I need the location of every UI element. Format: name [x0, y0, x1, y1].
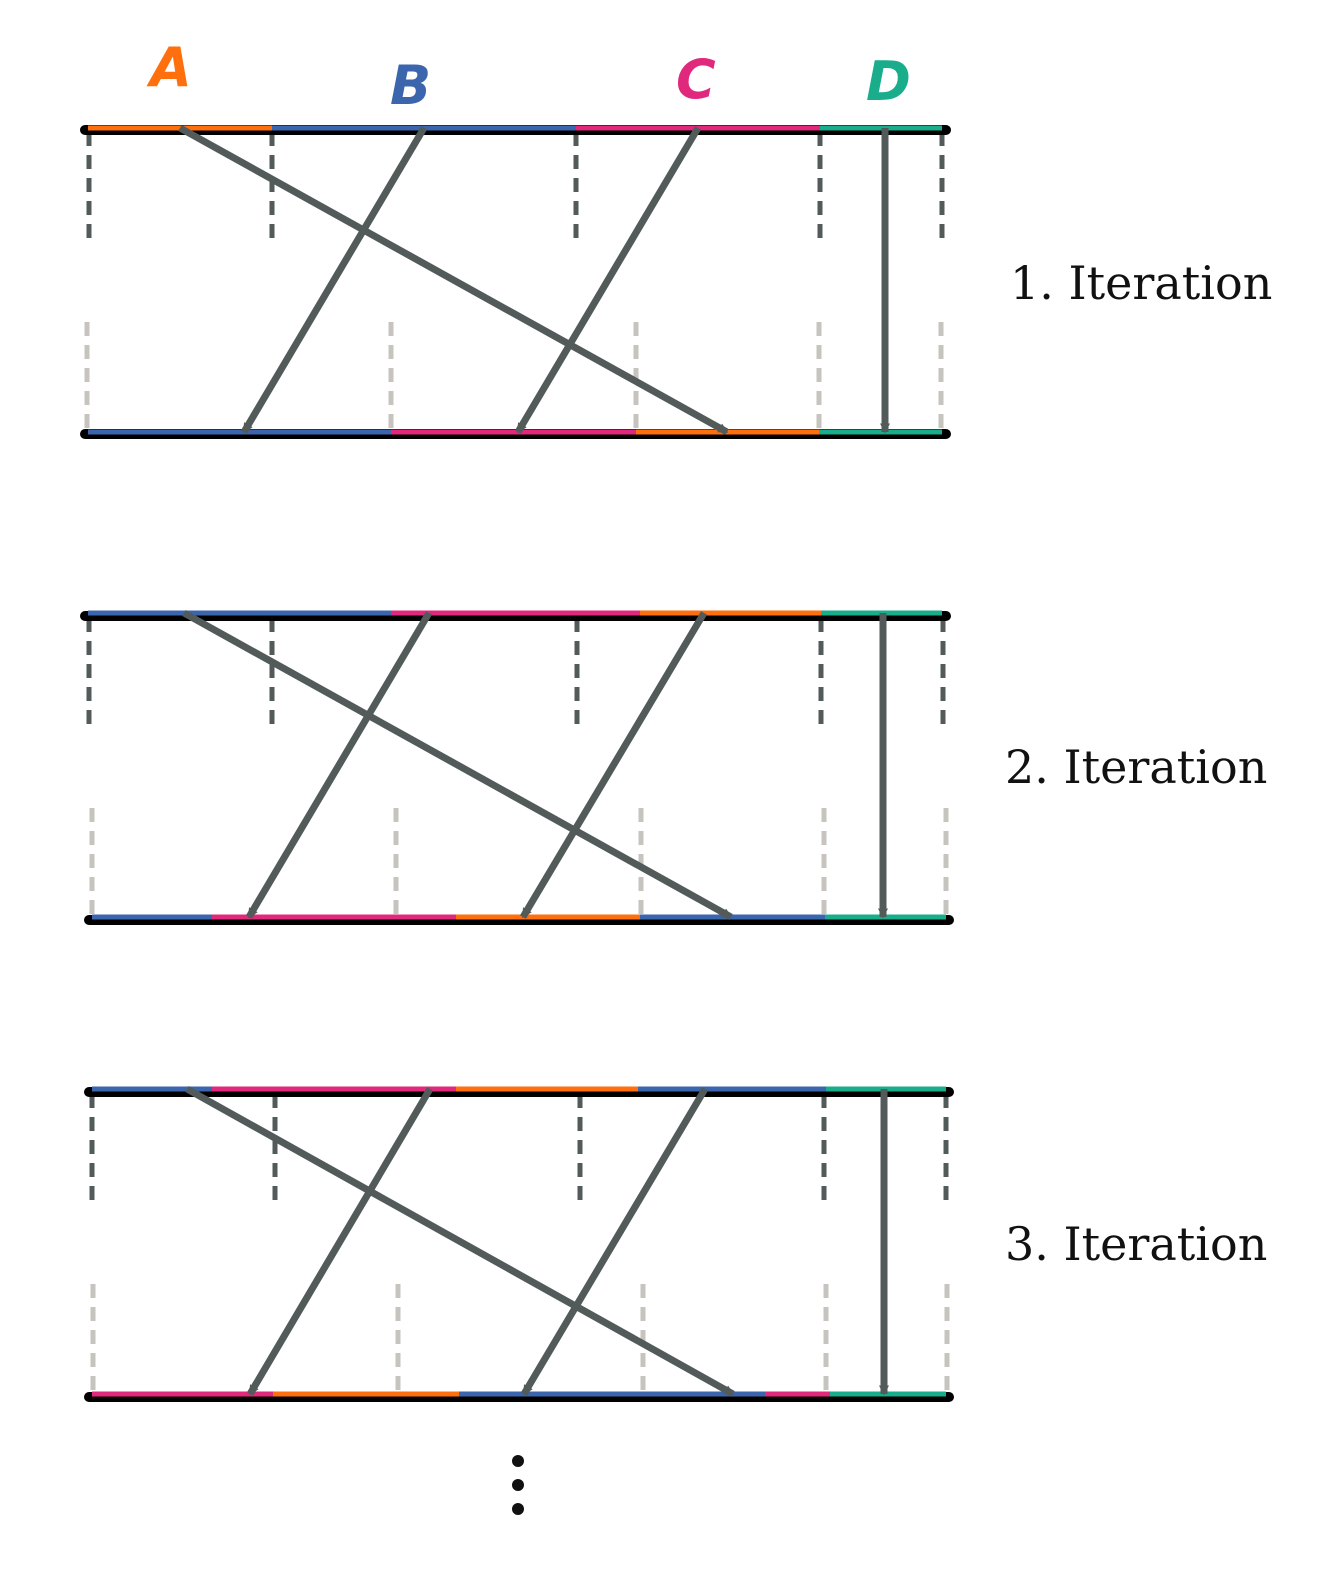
arrow-b — [240, 126, 428, 434]
arrow-3 — [520, 1087, 709, 1396]
top-ticks — [86, 618, 946, 726]
arrow-a — [178, 124, 729, 436]
arrow-1 — [182, 609, 733, 921]
arrow-3 — [519, 611, 708, 919]
iteration-3-label: 3. Iteration — [1005, 1217, 1268, 1271]
top-bar — [84, 1086, 954, 1097]
iteration-2 — [80, 609, 954, 925]
arrow-2 — [245, 611, 433, 919]
bottom-ticks — [89, 808, 949, 916]
arrow-c — [514, 126, 702, 434]
top-ticks — [86, 132, 945, 240]
top-bar — [80, 125, 951, 135]
iteration-2-label: 2. Iteration — [1005, 740, 1268, 794]
bottom-ticks — [84, 322, 944, 432]
bottom-bar — [84, 1391, 954, 1402]
bottom-bar — [80, 429, 951, 439]
arrow-1 — [185, 1085, 735, 1398]
segment-labels: A B C D — [146, 36, 911, 117]
arrow-2 — [246, 1087, 434, 1396]
label-d: D — [866, 50, 911, 113]
label-a: A — [146, 36, 192, 99]
label-c: C — [676, 48, 716, 111]
iteration-1 — [80, 124, 951, 439]
top-ticks — [89, 1094, 949, 1202]
top-bar — [80, 610, 951, 621]
bottom-bar — [84, 914, 954, 925]
label-b: B — [390, 54, 431, 117]
arrows — [185, 1085, 889, 1398]
iteration-1-label: 1. Iteration — [1010, 256, 1273, 310]
arrows — [182, 609, 888, 921]
bottom-ticks — [90, 1284, 950, 1392]
arrows — [178, 124, 890, 436]
continuation-dots — [512, 1455, 524, 1515]
iteration-3 — [84, 1085, 954, 1402]
